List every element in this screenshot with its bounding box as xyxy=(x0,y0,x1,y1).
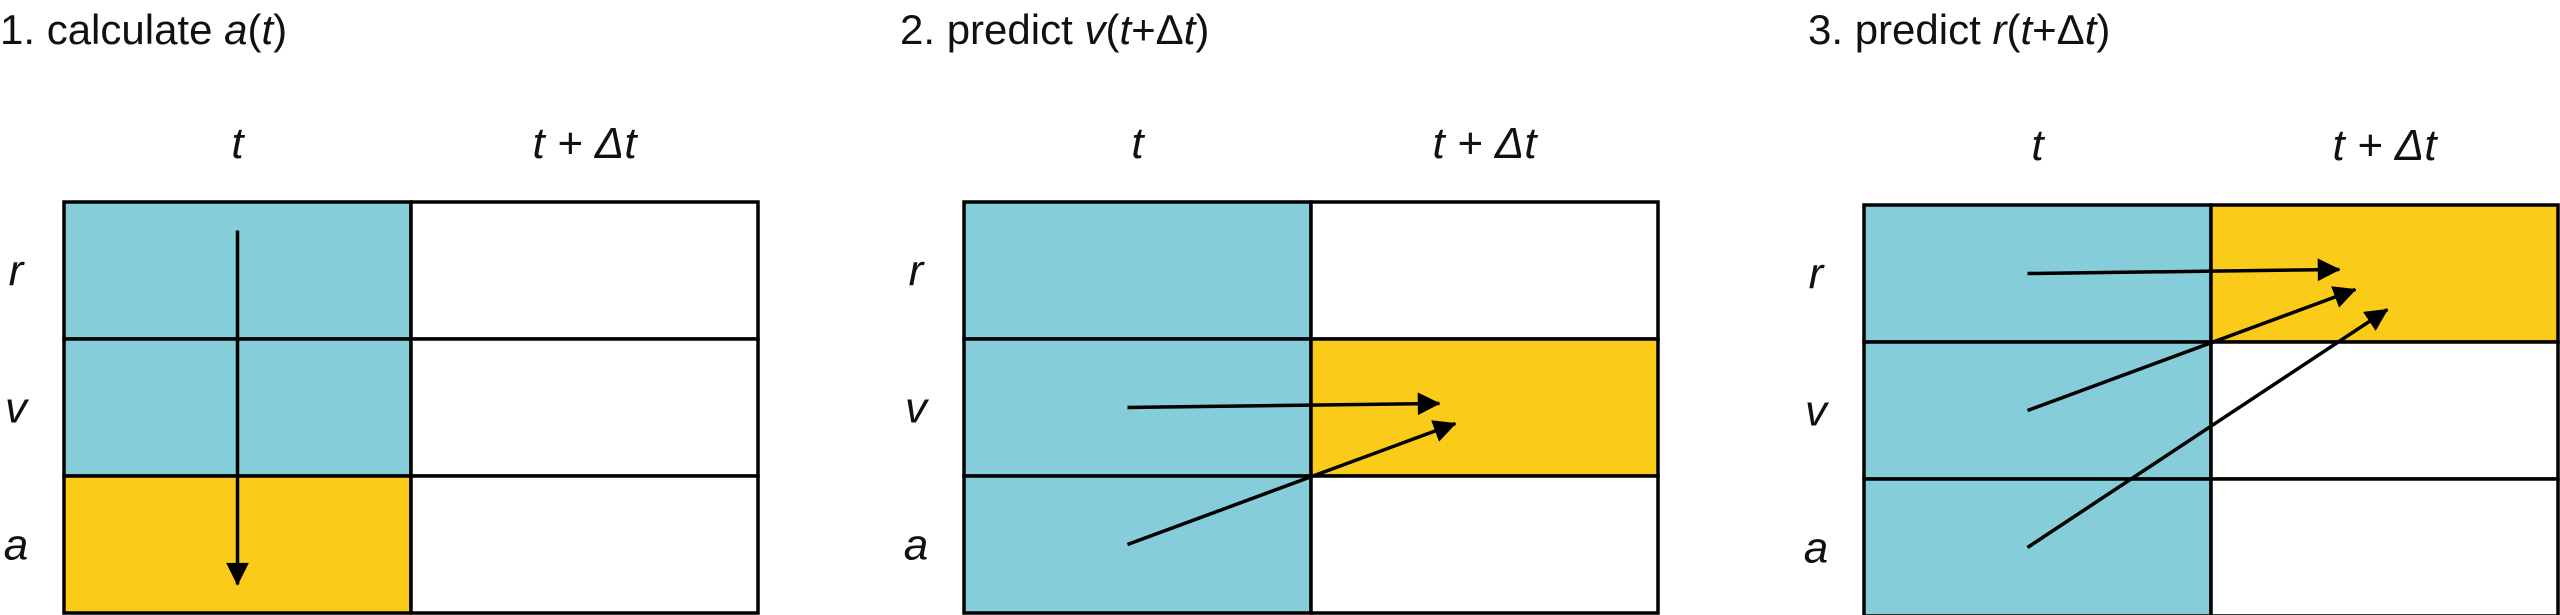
cell-r-t-plus-dt-empty xyxy=(409,200,760,341)
panel-title-part: ( xyxy=(1105,6,1119,53)
panel-title-part: ) xyxy=(1195,6,1209,53)
row-label: v xyxy=(5,384,30,433)
column-header: t + Δt xyxy=(2332,121,2438,170)
panel-title-part: r xyxy=(1992,6,2008,53)
panel-title-part: ) xyxy=(273,6,287,53)
arrow-v-to-v xyxy=(1127,392,1441,416)
panel-title-part: t xyxy=(1184,6,1198,53)
row-label: v xyxy=(1805,387,1830,436)
column-header: t + Δt xyxy=(1432,119,1538,168)
row-label: a xyxy=(4,521,28,570)
arrow-a-to-r xyxy=(2026,308,2389,549)
column-header: t xyxy=(1131,119,1145,168)
panel-title-part: ( xyxy=(248,6,262,53)
panel-title-part: t xyxy=(262,6,276,53)
panel-title-part: a xyxy=(224,6,247,53)
cell-v-t-computed xyxy=(1862,340,2213,481)
panel-title-part: +Δ xyxy=(2032,6,2085,53)
panel-title-part: +Δ xyxy=(1131,6,1184,53)
panel-title-part: t xyxy=(2020,6,2034,53)
arrow-r-to-r xyxy=(2027,258,2341,282)
cell-r-t-computed xyxy=(962,200,1313,341)
cell-a-t-plus-dt-empty xyxy=(409,474,760,615)
panel-title: 1. calculate a(t) xyxy=(0,6,287,53)
cell-r-t-plus-dt-empty xyxy=(1309,200,1660,341)
cell-r-t-plus-dt-target xyxy=(2209,203,2560,344)
cell-a-t-plus-dt-empty xyxy=(2209,477,2560,615)
cell-v-t-plus-dt-target xyxy=(1309,337,1660,478)
row-label: r xyxy=(9,247,26,296)
cell-a-t-computed xyxy=(1862,477,2213,615)
arrow-v-to-r xyxy=(2026,286,2357,413)
cell-v-t-plus-dt-empty xyxy=(2209,340,2560,481)
cell-v-t-plus-dt-empty xyxy=(409,337,760,478)
row-label: v xyxy=(905,384,930,433)
panel-title-part: v xyxy=(1084,6,1108,53)
column-header: t xyxy=(231,119,245,168)
row-label: a xyxy=(904,521,928,570)
column-header: t + Δt xyxy=(532,119,638,168)
row-label: r xyxy=(909,247,926,296)
panel-title: 2. predict v(t+Δt) xyxy=(900,6,1209,53)
panel-title-part: 2. predict xyxy=(900,6,1084,53)
panel-title: 3. predict r(t+Δt) xyxy=(1808,6,2110,53)
column-header: t xyxy=(2031,121,2045,170)
panel-title-part: ( xyxy=(2006,6,2020,53)
cell-a-t-plus-dt-empty xyxy=(1309,474,1660,615)
panel-title-part: 3. predict xyxy=(1808,6,1992,53)
panel-title-part: t xyxy=(1119,6,1133,53)
panel-title-part: 1. calculate xyxy=(0,6,224,53)
row-label: a xyxy=(1804,524,1828,573)
panel-title-part: t xyxy=(2085,6,2099,53)
panel-title-part: ) xyxy=(2096,6,2110,53)
row-label: r xyxy=(1809,250,1826,299)
arrow-a-to-v xyxy=(1126,420,1457,547)
